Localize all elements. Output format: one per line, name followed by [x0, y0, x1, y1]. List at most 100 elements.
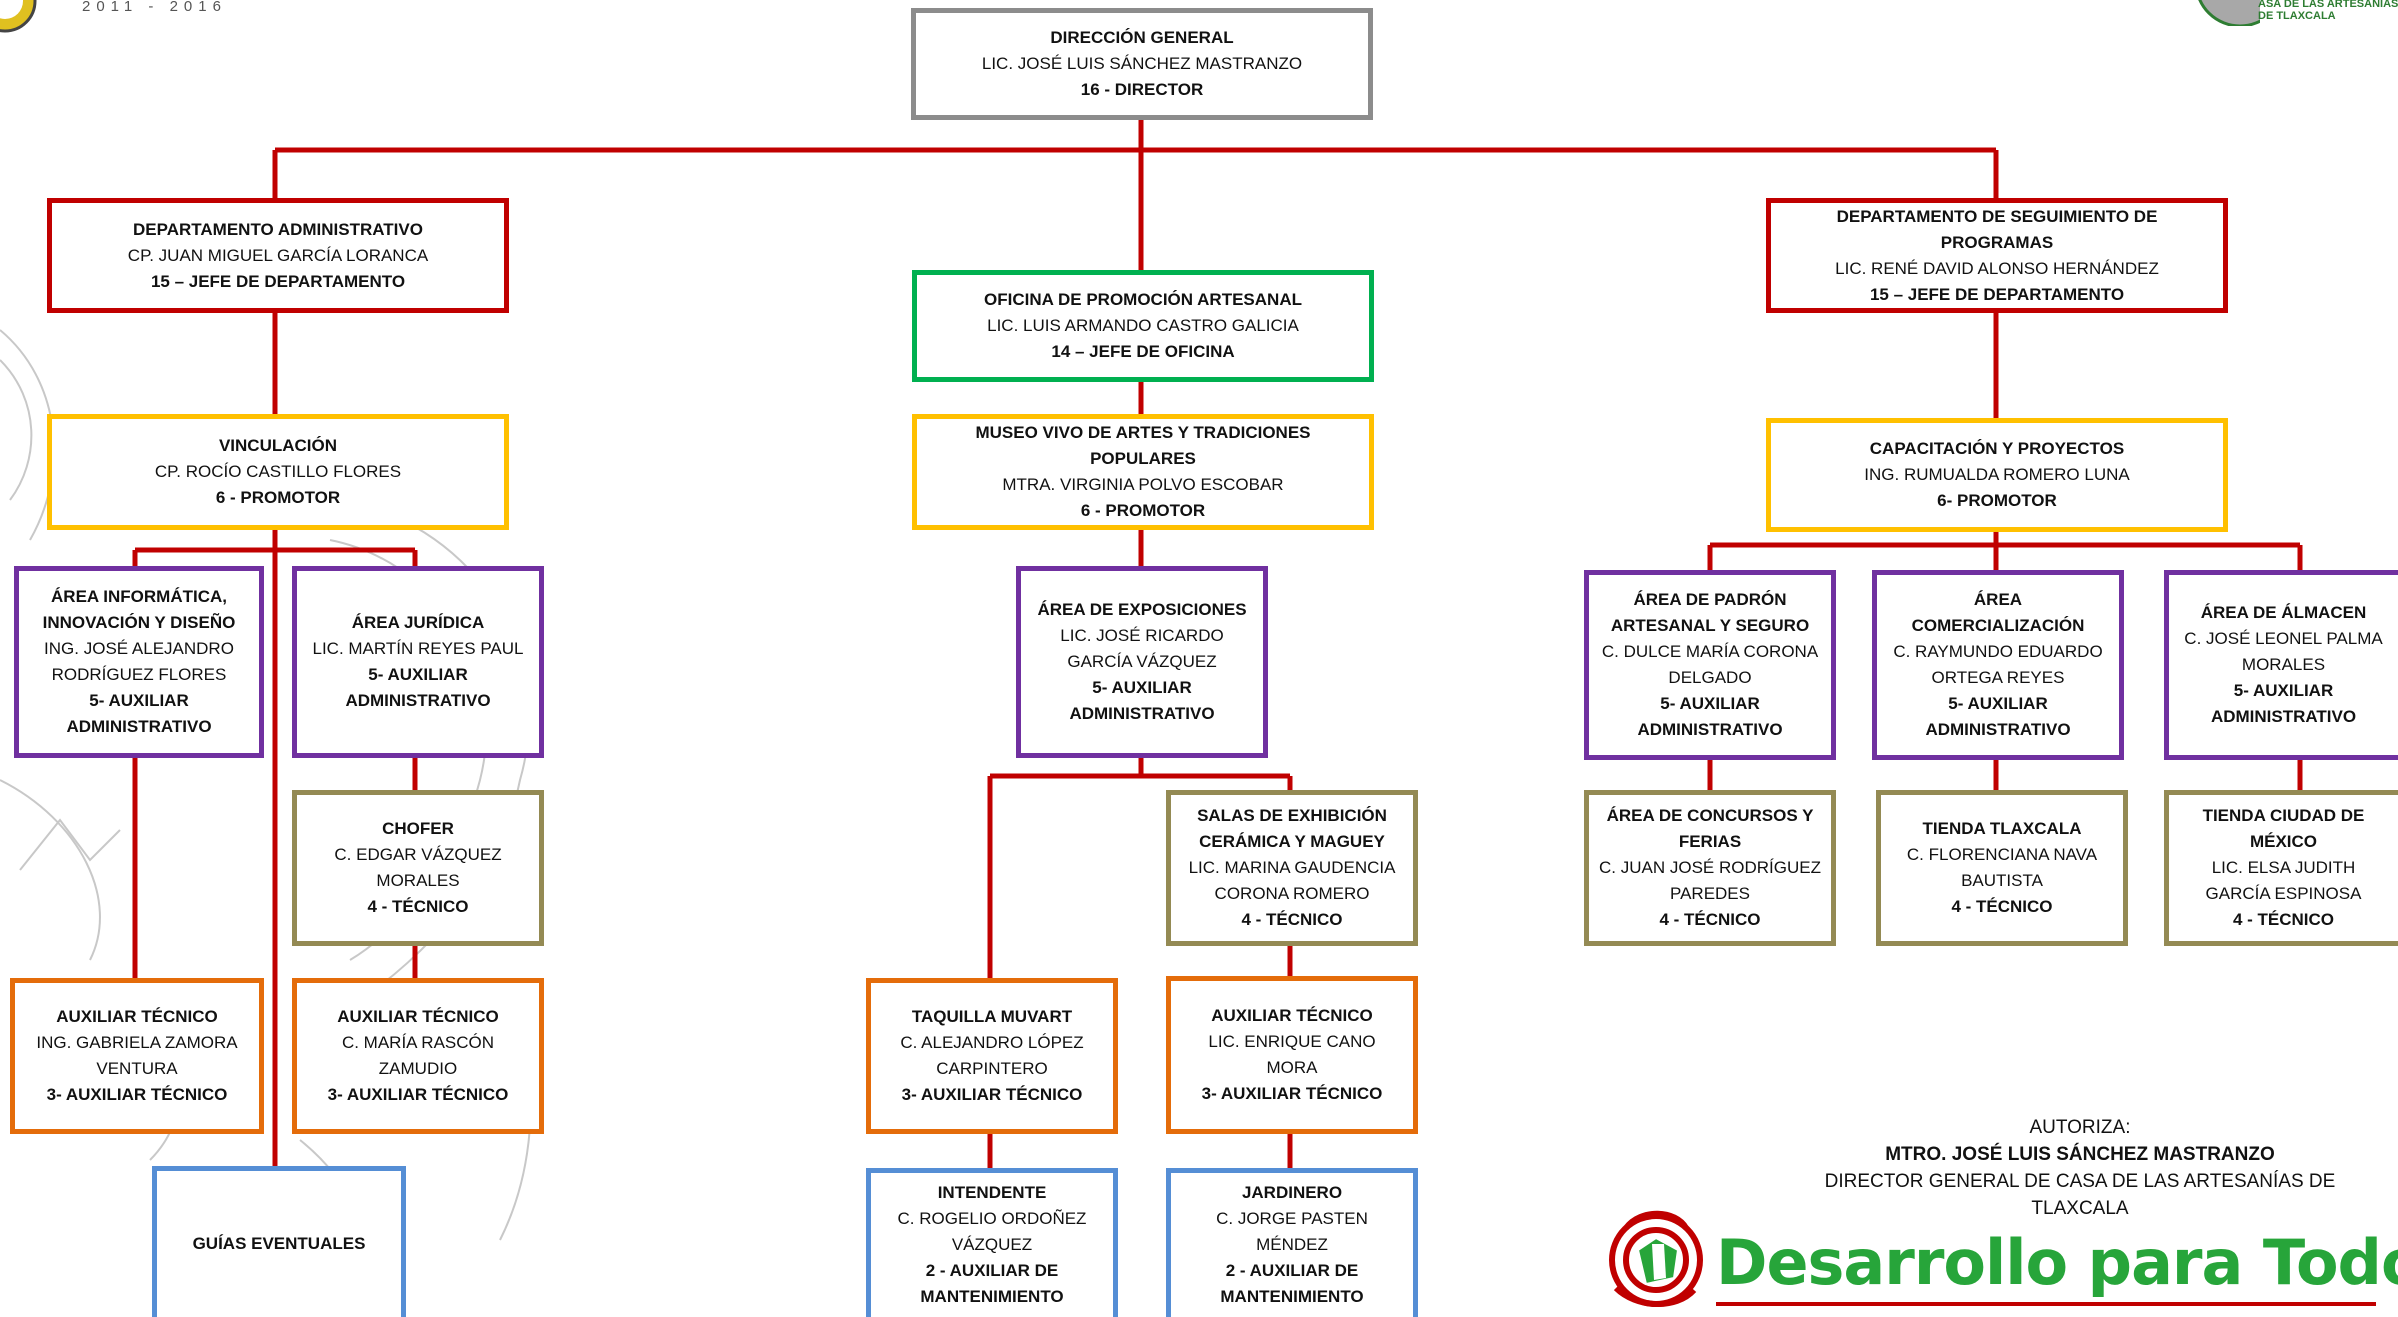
- casa-artesanias-logo-icon: [2198, 0, 2260, 26]
- sketch-stroke: [19, 818, 121, 871]
- casa-artesanias-logo-text: ASA DE LAS ARTESANÍAS DE TLAXCALA: [2258, 0, 2398, 22]
- box-title: ÁREA DE EXPOSICIONES: [1037, 600, 1247, 619]
- box-position: 5- AUXILIAR ADMINISTRATIVO: [1637, 694, 1783, 739]
- box-person: LIC. JOSÉ LUIS SÁNCHEZ MASTRANZO: [981, 54, 1303, 73]
- box-departamento-seguimiento-programas: DEPARTAMENTO DE SEGUIMIENTO DE PROGRAMAS…: [1766, 198, 2228, 313]
- box-person: C. DULCE MARÍA CORONA DELGADO: [1601, 642, 1819, 687]
- box-auxiliar-tecnico-1: AUXILIAR TÉCNICO ING. GABRIELA ZAMORA VE…: [10, 978, 264, 1134]
- authorization-name: MTRO. JOSÉ LUIS SÁNCHEZ MASTRANZO: [1885, 1144, 2275, 1165]
- box-position: 16 - DIRECTOR: [1080, 80, 1204, 99]
- box-capacitacion-proyectos: CAPACITACIÓN Y PROYECTOS ING. RUMUALDA R…: [1766, 418, 2228, 532]
- box-person: LIC. ELSA JUDITH GARCÍA ESPINOSA: [2205, 858, 2362, 903]
- box-auxiliar-tecnico-2: AUXILIAR TÉCNICO C. MARÍA RASCÓN ZAMUDIO…: [292, 978, 544, 1134]
- box-title: AUXILIAR TÉCNICO: [56, 1007, 218, 1026]
- box-position: 4 - TÉCNICO: [1659, 910, 1761, 929]
- box-person: CP. ROCÍO CASTILLO FLORES: [154, 462, 402, 481]
- box-person: ING. RUMUALDA ROMERO LUNA: [1864, 465, 2130, 484]
- box-title: ÁREA DE CONCURSOS Y FERIAS: [1606, 806, 1814, 851]
- box-vinculacion: VINCULACIÓN CP. ROCÍO CASTILLO FLORES 6 …: [47, 414, 509, 530]
- box-person: CP. JUAN MIGUEL GARCÍA LORANCA: [127, 245, 429, 265]
- box-position: 15 – JEFE DE DEPARTAMENTO: [1869, 284, 2125, 304]
- box-person: LIC. JOSÉ RICARDO GARCÍA VÁZQUEZ: [1060, 626, 1224, 671]
- box-position: 5- AUXILIAR ADMINISTRATIVO: [66, 691, 212, 736]
- box-person: C. FLORENCIANA NAVA BAUTISTA: [1906, 845, 2098, 890]
- government-logo-icon: [0, 0, 37, 33]
- box-person: LIC. ENRIQUE CANO MORA: [1208, 1032, 1376, 1077]
- box-person: C. JUAN JOSÉ RODRÍGUEZ PAREDES: [1599, 858, 1821, 903]
- box-guias-eventuales: GUÍAS EVENTUALES: [152, 1166, 406, 1317]
- authorization-label: AUTORIZA:: [2029, 1117, 2131, 1138]
- box-title: INTENDENTE: [937, 1183, 1047, 1202]
- box-museo-vivo: MUSEO VIVO DE ARTES Y TRADICIONES POPULA…: [912, 414, 1374, 530]
- box-position: 2 - AUXILIAR DE MANTENIMIENTO: [920, 1261, 1064, 1306]
- box-title: TIENDA TLAXCALA: [1922, 819, 2082, 838]
- box-position: 15 – JEFE DE DEPARTAMENTO: [150, 271, 406, 291]
- box-position: 6- PROMOTOR: [1937, 491, 2057, 510]
- brand-underline: [1716, 1302, 2376, 1306]
- box-person: LIC. MARTÍN REYES PAUL: [312, 639, 524, 658]
- box-title: SALAS DE EXHIBICIÓN CERÁMICA Y MAGUEY: [1197, 806, 1387, 851]
- box-area-almacen: ÁREA DE ÁLMACEN C. JOSÉ LEONEL PALMA MOR…: [2164, 570, 2398, 760]
- box-person: ING. JOSÉ ALEJANDRO RODRÍGUEZ FLORES: [44, 639, 234, 684]
- sketch-stroke: [0, 359, 33, 501]
- authorization-block: AUTORIZA: MTRO. JOSÉ LUIS SÁNCHEZ MASTRA…: [1790, 1114, 2370, 1222]
- box-position: 3- AUXILIAR TÉCNICO: [901, 1085, 1083, 1104]
- box-title: OFICINA DE PROMOCIÓN ARTESANAL: [984, 290, 1302, 309]
- box-area-comercializacion: ÁREA COMERCIALIZACIÓN C. RAYMUNDO EDUARD…: [1872, 570, 2124, 760]
- box-direccion-general: DIRECCIÓN GENERAL LIC. JOSÉ LUIS SÁNCHEZ…: [911, 8, 1373, 120]
- box-title: ÁREA INFORMÁTICA, INNOVACIÓN Y DISEÑO: [42, 587, 236, 632]
- brand-swirl-logo-icon: [1609, 1210, 1703, 1307]
- sketch-stroke: [0, 779, 101, 961]
- box-position: 3- AUXILIAR TÉCNICO: [46, 1085, 228, 1104]
- box-position: 3- AUXILIAR TÉCNICO: [1201, 1084, 1383, 1103]
- box-tienda-tlaxcala: TIENDA TLAXCALA C. FLORENCIANA NAVA BAUT…: [1876, 790, 2128, 946]
- box-position: 14 – JEFE DE OFICINA: [1051, 342, 1235, 361]
- box-title: TIENDA CIUDAD DE MÉXICO: [2202, 806, 2365, 851]
- box-area-informatica: ÁREA INFORMÁTICA, INNOVACIÓN Y DISEÑO IN…: [14, 566, 264, 758]
- box-position: 3- AUXILIAR TÉCNICO: [327, 1085, 509, 1104]
- box-title: DEPARTAMENTO DE SEGUIMIENTO DE PROGRAMAS: [1836, 206, 2158, 252]
- box-title: ÁREA COMERCIALIZACIÓN: [1911, 590, 2085, 635]
- box-person: C. MARÍA RASCÓN ZAMUDIO: [341, 1033, 495, 1078]
- box-title: ÁREA JURÍDICA: [351, 613, 485, 632]
- box-person: C. JOSÉ LEONEL PALMA MORALES: [2184, 629, 2383, 674]
- box-person: LIC. LUIS ARMANDO CASTRO GALICIA: [987, 316, 1299, 335]
- box-taquilla-muvart: TAQUILLA MUVART C. ALEJANDRO LÓPEZ CARPI…: [866, 978, 1118, 1134]
- authorization-role: DIRECTOR GENERAL DE CASA DE LAS ARTESANÍ…: [1824, 1171, 2336, 1219]
- box-departamento-administrativo: DEPARTAMENTO ADMINISTRATIVO CP. JUAN MIG…: [47, 198, 509, 313]
- box-title: CHOFER: [382, 819, 454, 838]
- box-person: C. ROGELIO ORDOÑEZ VÁZQUEZ: [897, 1209, 1087, 1254]
- box-position: 5- AUXILIAR ADMINISTRATIVO: [345, 665, 491, 710]
- box-person: LIC. MARINA GAUDENCIA CORONA ROMERO: [1188, 858, 1396, 903]
- box-title: GUÍAS EVENTUALES: [192, 1234, 366, 1253]
- box-chofer: CHOFER C. EDGAR VÁZQUEZ MORALES 4 - TÉCN…: [292, 790, 544, 946]
- brand-slogan: Desarrollo para Todos: [1716, 1226, 2398, 1299]
- box-area-juridica: ÁREA JURÍDICA LIC. MARTÍN REYES PAUL 5- …: [292, 566, 544, 758]
- box-area-padron: ÁREA DE PADRÓN ARTESANAL Y SEGURO C. DUL…: [1584, 570, 1836, 760]
- box-title: ÁREA DE PADRÓN ARTESANAL Y SEGURO: [1610, 590, 1810, 635]
- box-position: 6 - PROMOTOR: [1080, 501, 1206, 520]
- box-title: JARDINERO: [1241, 1183, 1343, 1202]
- box-position: 4 - TÉCNICO: [2232, 910, 2335, 929]
- box-area-exposiciones: ÁREA DE EXPOSICIONES LIC. JOSÉ RICARDO G…: [1016, 566, 1268, 758]
- box-tienda-ciudad-mexico: TIENDA CIUDAD DE MÉXICO LIC. ELSA JUDITH…: [2164, 790, 2398, 946]
- box-title: CAPACITACIÓN Y PROYECTOS: [1869, 439, 2125, 458]
- box-person: LIC. RENÉ DAVID ALONSO HERNÁNDEZ: [1835, 258, 2159, 278]
- box-position: 4 - TÉCNICO: [1951, 897, 2053, 916]
- box-title: DIRECCIÓN GENERAL: [1050, 28, 1234, 47]
- box-salas-exhibicion: SALAS DE EXHIBICIÓN CERÁMICA Y MAGUEY LI…: [1166, 790, 1418, 946]
- box-person: C. JORGE PASTEN MÉNDEZ: [1216, 1209, 1368, 1254]
- box-person: C. ALEJANDRO LÓPEZ CARPINTERO: [900, 1033, 1084, 1078]
- box-position: 4 - TÉCNICO: [367, 897, 469, 916]
- box-person: MTRA. VIRGINIA POLVO ESCOBAR: [1002, 475, 1284, 494]
- box-jardinero: JARDINERO C. JORGE PASTEN MÉNDEZ 2 - AUX…: [1166, 1168, 1418, 1317]
- box-position: 5- AUXILIAR ADMINISTRATIVO: [1069, 678, 1215, 723]
- box-position: 2 - AUXILIAR DE MANTENIMIENTO: [1220, 1261, 1364, 1306]
- header-years: 2011 - 2016: [82, 0, 227, 15]
- box-title: AUXILIAR TÉCNICO: [1211, 1006, 1373, 1025]
- box-intendente: INTENDENTE C. ROGELIO ORDOÑEZ VÁZQUEZ 2 …: [866, 1168, 1118, 1317]
- box-title: ÁREA DE ÁLMACEN: [2200, 603, 2367, 622]
- box-position: 5- AUXILIAR ADMINISTRATIVO: [2210, 681, 2357, 726]
- box-title: TAQUILLA MUVART: [911, 1007, 1073, 1026]
